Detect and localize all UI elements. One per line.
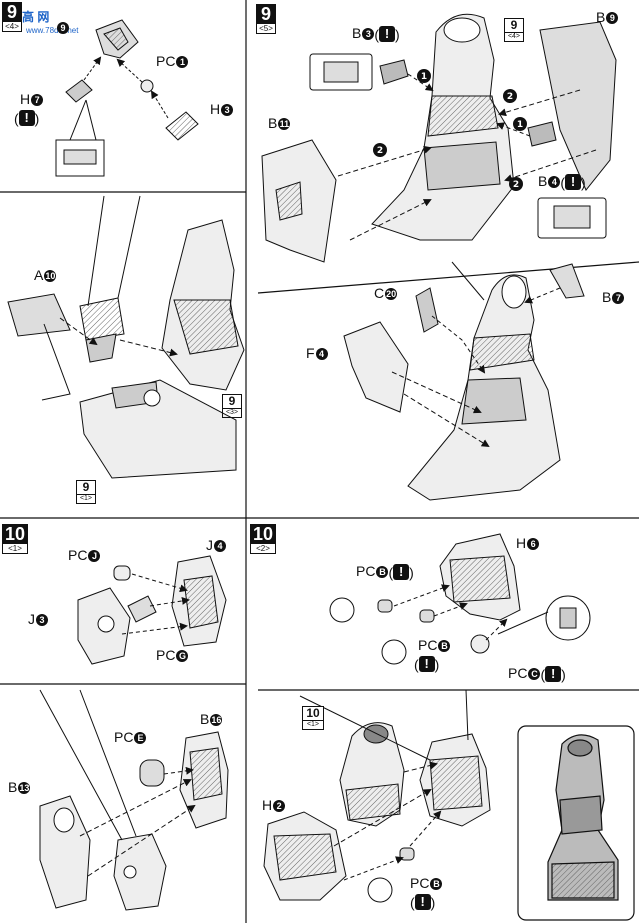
step-9-4-diagram bbox=[55, 19, 199, 177]
step-tag-9-5: 9 <5> bbox=[256, 4, 276, 34]
step-number: 9 bbox=[256, 4, 276, 24]
part-b9 bbox=[539, 21, 617, 191]
part-pce bbox=[139, 759, 165, 787]
step-9-3-diagram bbox=[7, 195, 245, 479]
caution-icon: ! bbox=[418, 656, 435, 673]
part-f4 bbox=[343, 321, 409, 413]
order-marker-1a: 1 bbox=[421, 72, 427, 82]
ref-9-3: 9 <3> bbox=[222, 394, 242, 418]
part-pcc bbox=[470, 634, 490, 654]
ref-9-1: 9 <1> bbox=[76, 480, 96, 504]
part-visor-assy bbox=[79, 297, 125, 341]
part-b7 bbox=[549, 263, 585, 299]
part-pc1 bbox=[140, 79, 154, 93]
order-marker-2b: 2 bbox=[377, 146, 383, 156]
part-b13 bbox=[39, 795, 91, 909]
step-number: 10 bbox=[250, 524, 276, 544]
step-9-5-diagram bbox=[261, 13, 617, 263]
watermark-url: www.78dm.net bbox=[26, 26, 79, 35]
step-10-2b-diagram bbox=[263, 689, 491, 903]
part-b13-back bbox=[113, 833, 167, 911]
step-number: 10 bbox=[2, 524, 28, 544]
step-substep: <1> bbox=[2, 544, 28, 554]
step-10-1-diagram bbox=[77, 555, 227, 665]
completed-view-inset bbox=[517, 725, 635, 921]
part-pcb-b bbox=[419, 609, 435, 623]
label-part-9: 9 bbox=[56, 20, 69, 35]
step-10-2-diagram bbox=[329, 533, 591, 665]
ref-10-1: 10 <1> bbox=[302, 706, 324, 730]
part-a10-plate bbox=[7, 293, 71, 337]
part-c20 bbox=[415, 287, 439, 333]
part-pcj bbox=[113, 565, 131, 581]
step-number: 9 bbox=[2, 2, 22, 22]
part-pcg bbox=[127, 595, 157, 623]
ref-9-4: 9 <4> bbox=[504, 18, 524, 42]
step-10-1b-diagram bbox=[39, 689, 229, 911]
label-pcb-c-warn: (!) bbox=[410, 894, 436, 911]
step-tag-10-2: 10 <2> bbox=[250, 524, 276, 554]
step-substep: <2> bbox=[250, 544, 276, 554]
caution-icon: ! bbox=[393, 564, 410, 581]
part-pcb-a bbox=[377, 599, 393, 613]
part-h3 bbox=[165, 111, 199, 141]
inset-pcb-a bbox=[329, 597, 355, 623]
step-substep: <4> bbox=[2, 22, 22, 32]
step-9-5b-diagram bbox=[343, 261, 585, 501]
caution-icon: ! bbox=[379, 26, 396, 43]
label-pcb-b-warn: (!) bbox=[414, 656, 440, 673]
order-markers bbox=[373, 69, 527, 191]
caution-icon: ! bbox=[565, 174, 582, 191]
caution-icon: ! bbox=[414, 894, 431, 911]
step-substep: <5> bbox=[256, 24, 276, 34]
order-marker-1b: 1 bbox=[517, 120, 523, 130]
part-h7 bbox=[65, 79, 93, 103]
step-tag-10-1: 10 <1> bbox=[2, 524, 28, 554]
caution-icon: ! bbox=[545, 666, 562, 683]
part-b4 bbox=[527, 121, 557, 147]
label-h7-warn: (!) bbox=[14, 110, 40, 127]
order-marker-2a: 2 bbox=[507, 92, 513, 102]
step-tag-9-4: 9 <4> bbox=[2, 2, 22, 32]
part-b3 bbox=[379, 59, 409, 85]
inset-pcb-b bbox=[381, 639, 407, 665]
caution-icon: ! bbox=[18, 110, 35, 127]
part-pcb-c bbox=[399, 847, 415, 861]
order-marker-2c: 2 bbox=[513, 180, 519, 190]
watermark-logo: 高 网 bbox=[22, 10, 50, 24]
inset-pcb-c bbox=[367, 877, 393, 903]
